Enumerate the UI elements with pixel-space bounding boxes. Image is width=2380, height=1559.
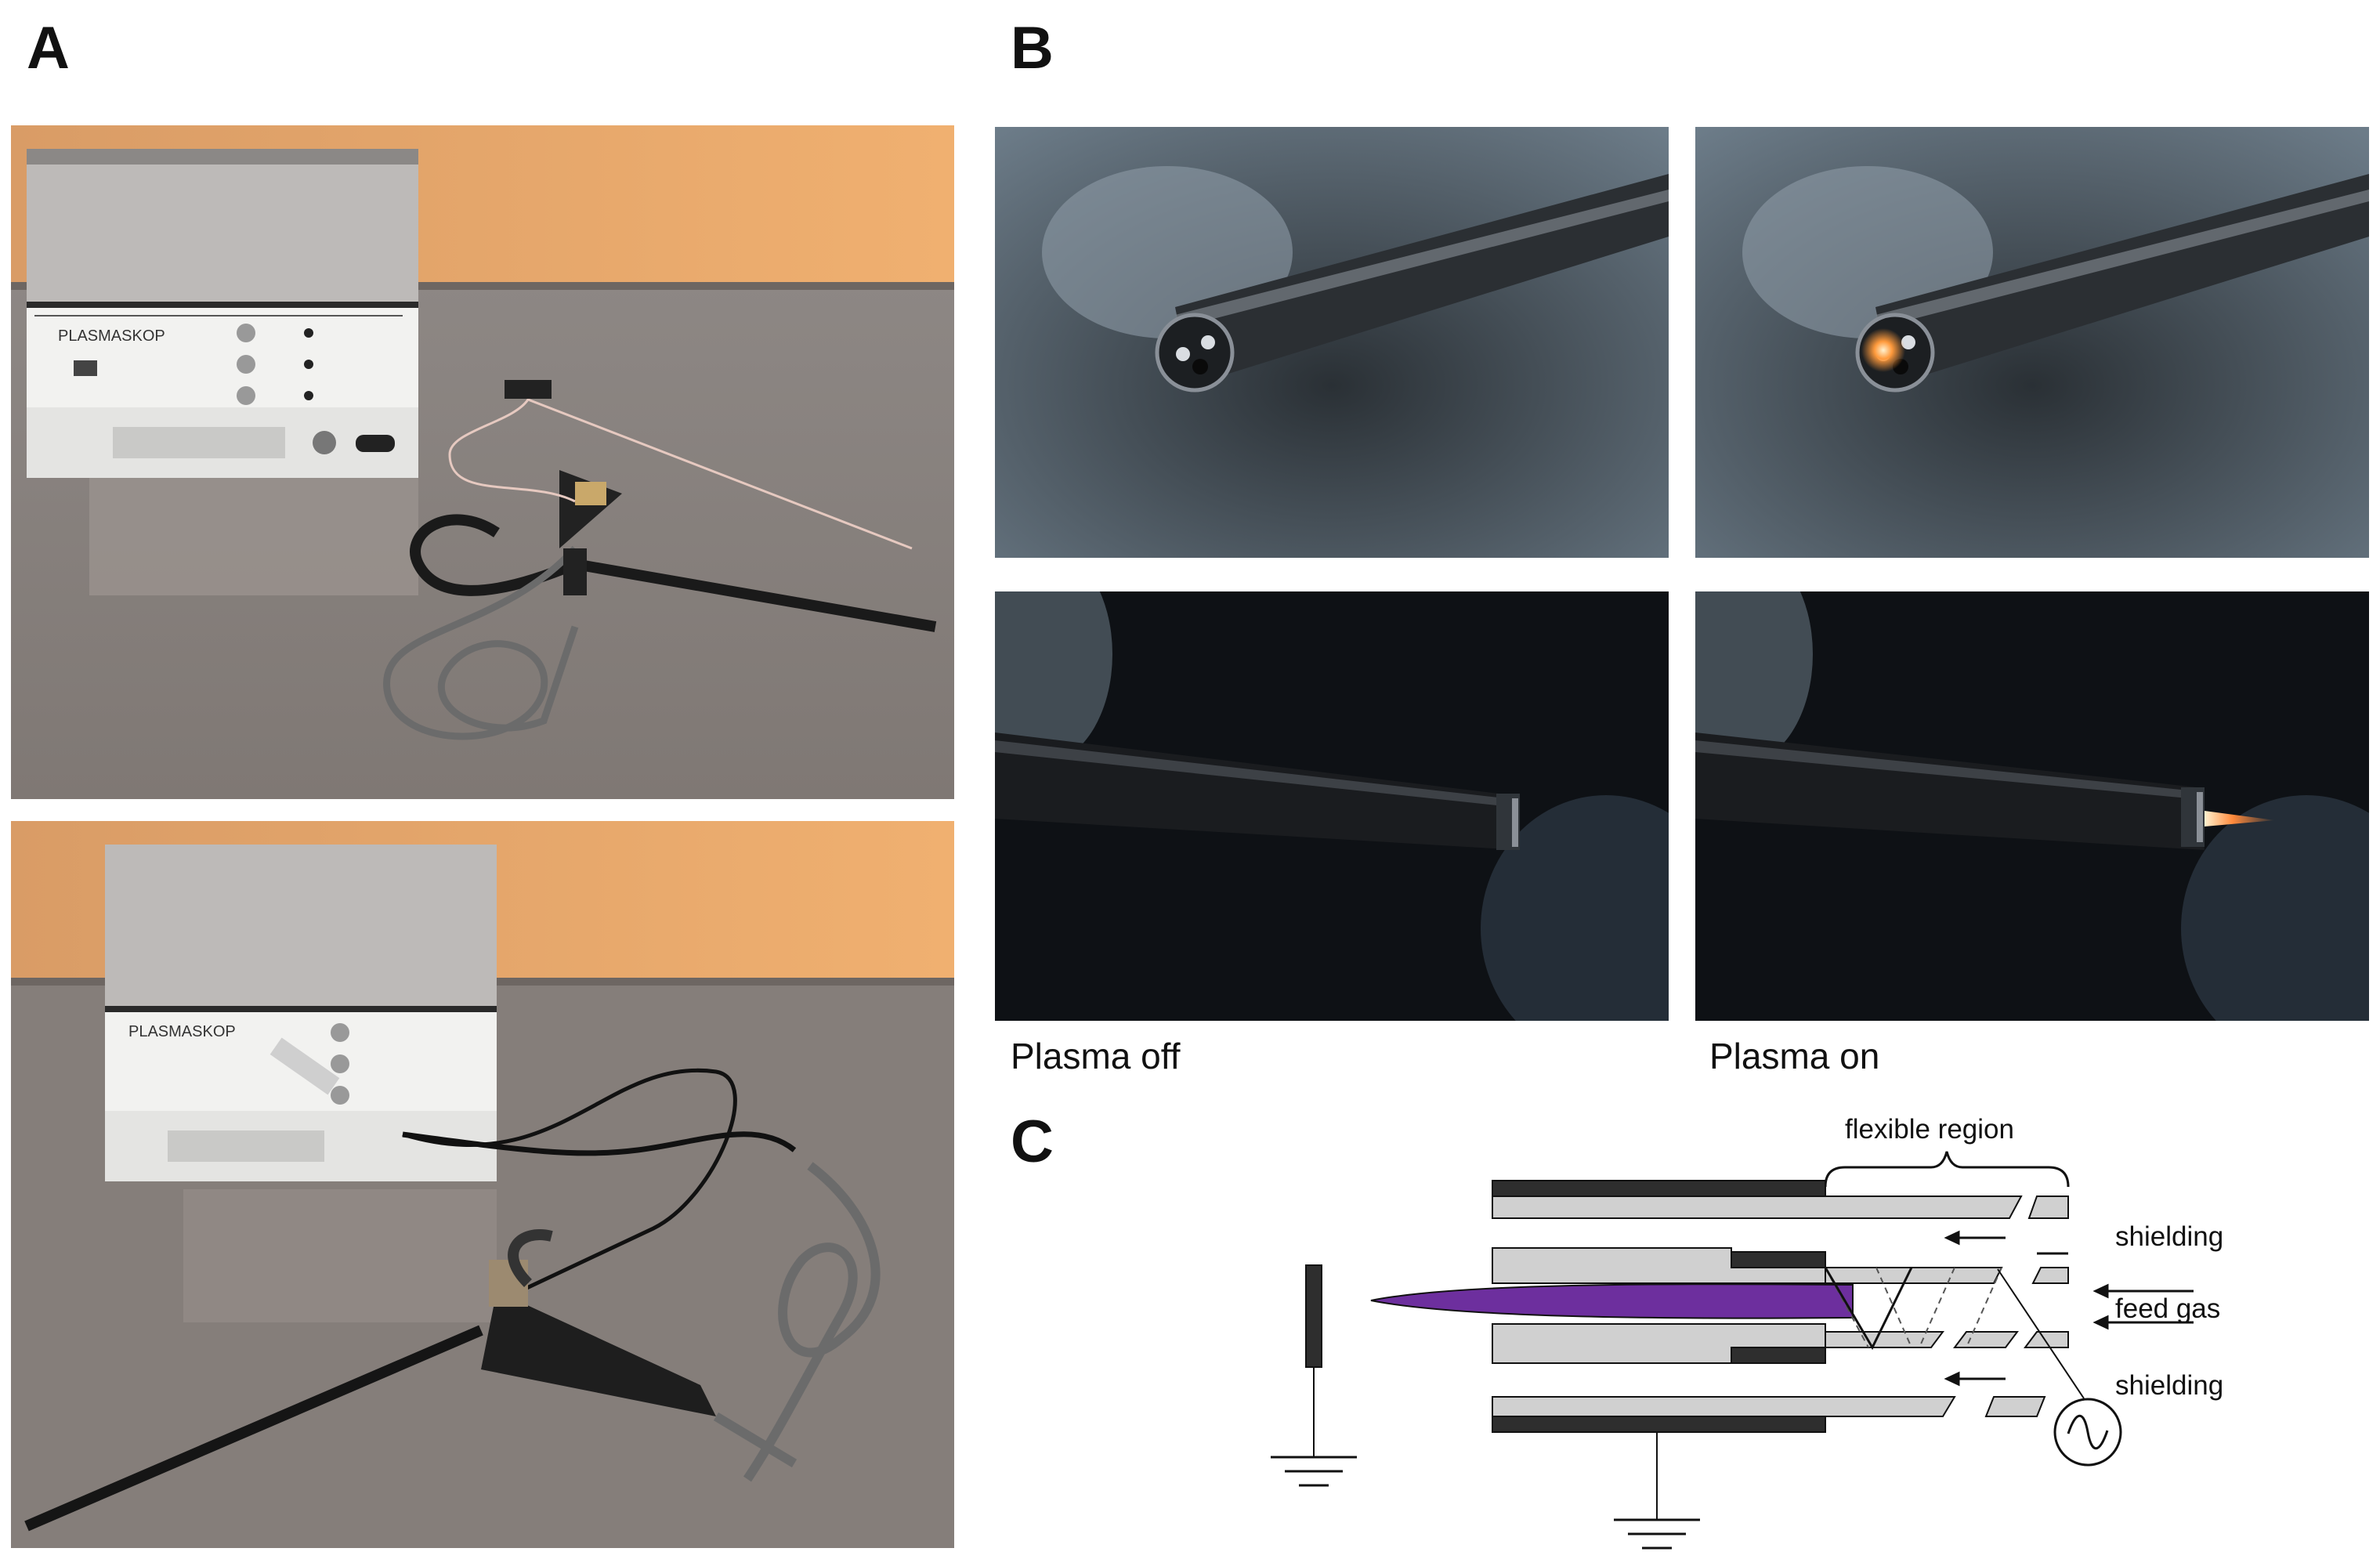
inner-wall-bottom-tip1 bbox=[1953, 1331, 2019, 1348]
label-feed-gas: feed gas bbox=[2115, 1293, 2220, 1324]
plasma-jet-schematic: flexible region shield bbox=[1222, 1089, 2256, 1559]
device-brand-text-top: PLASMASKOP bbox=[58, 327, 165, 345]
flexible-region-brace bbox=[1824, 1151, 2070, 1188]
panel-label-a: A bbox=[27, 15, 70, 81]
plasma-jet bbox=[1370, 1283, 1854, 1319]
label-flexible-region: flexible region bbox=[1845, 1114, 2014, 1145]
label-shielding-bottom: shielding bbox=[2115, 1370, 2223, 1401]
device-brand-text-bottom: PLASMASKOP bbox=[128, 1023, 236, 1040]
plasma-jet-side bbox=[2205, 811, 2275, 827]
label-shielding-top: shielding bbox=[2115, 1221, 2223, 1252]
ground-icon-left bbox=[1271, 1456, 1357, 1487]
inner-wall-top-flex bbox=[1825, 1267, 2003, 1284]
outer-wall-top-dark bbox=[1492, 1180, 1826, 1197]
inner-wall-bottom-tip2 bbox=[2024, 1331, 2069, 1348]
caption-plasma-off: Plasma off bbox=[1011, 1036, 1181, 1076]
outer-wall-top-tip bbox=[2027, 1195, 2069, 1219]
caption-plasma-on: Plasma on bbox=[1709, 1036, 1880, 1076]
device-photo-bottom: PLASMASKOP bbox=[11, 821, 954, 1548]
inner-wall-bottom-dark bbox=[1731, 1347, 1826, 1364]
tip-side-on-photo bbox=[1695, 591, 2369, 1021]
tip-front-off-photo bbox=[995, 127, 1669, 558]
ground-icon-center bbox=[1614, 1518, 1700, 1550]
tip-side-off-photo bbox=[995, 591, 1669, 1021]
panel-label-b: B bbox=[1011, 15, 1054, 81]
outer-wall-top bbox=[1492, 1195, 2023, 1219]
inner-wall-top-tip bbox=[2031, 1267, 2069, 1284]
inner-wall-top-dark bbox=[1731, 1251, 1826, 1268]
tip-front-on-photo bbox=[1695, 127, 2369, 558]
outer-wall-bottom-dark bbox=[1492, 1416, 1826, 1433]
outer-wall-bottom bbox=[1492, 1396, 1956, 1417]
device-photo-top: PLASMASKOP bbox=[11, 125, 954, 799]
outer-wall-bottom-tip bbox=[1984, 1396, 2046, 1417]
panel-label-c: C bbox=[1011, 1109, 1054, 1175]
target-electrode bbox=[1305, 1264, 1322, 1368]
inner-wall-bottom-flex bbox=[1825, 1331, 1944, 1348]
plasma-glow-front bbox=[1861, 328, 1905, 372]
